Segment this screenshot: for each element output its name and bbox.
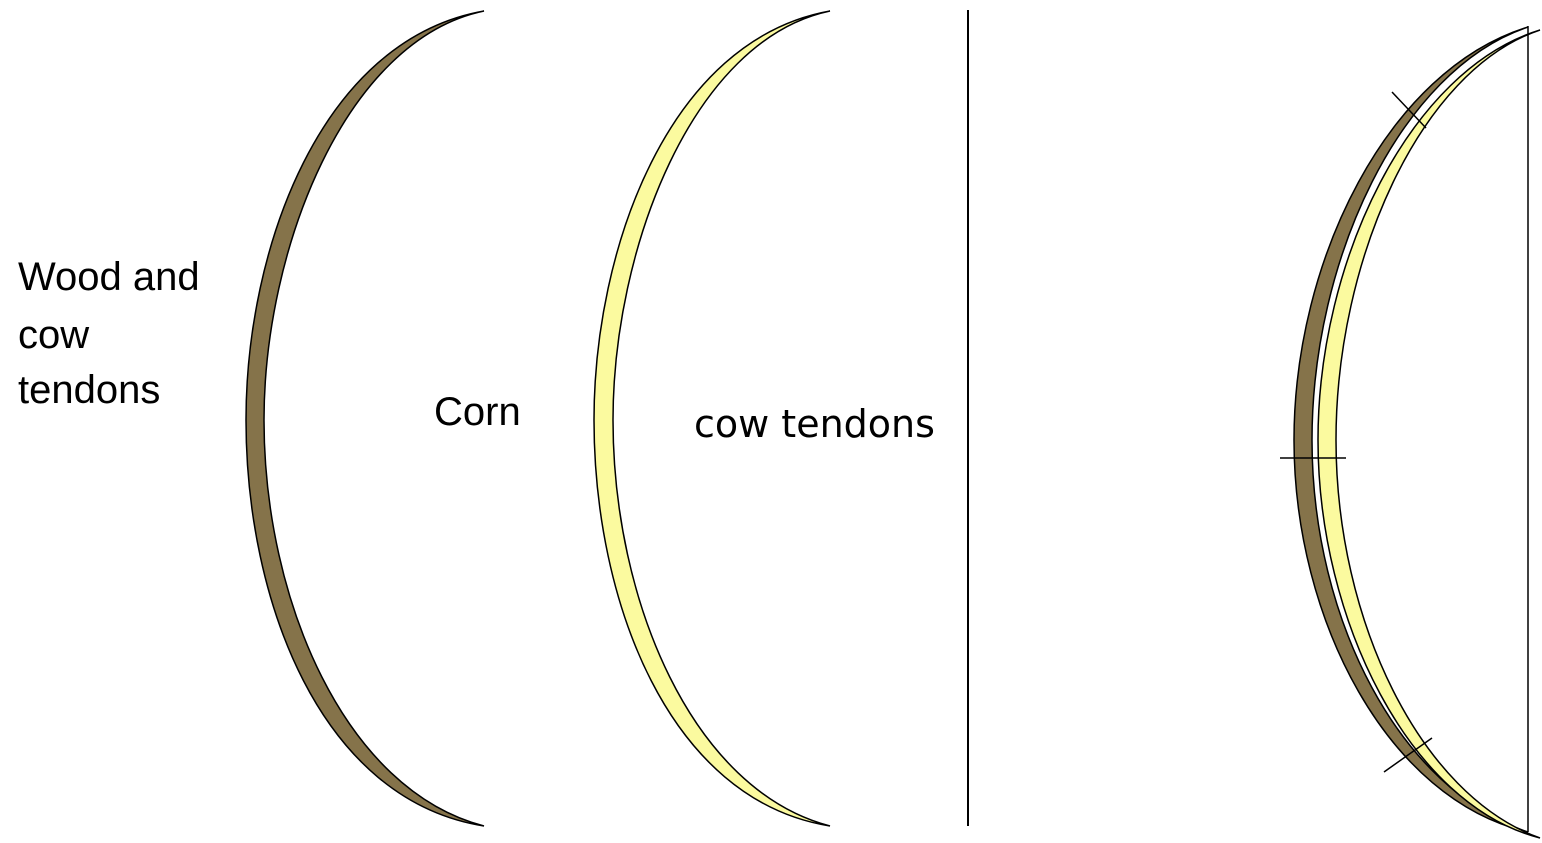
- label-wood-line1: Wood and: [18, 255, 200, 299]
- label-wood-line2: cow: [18, 313, 89, 357]
- label-wood-line3: tendons: [18, 368, 160, 412]
- wood-layer-shape: [245, 10, 485, 827]
- binding-mark-bottom: [1383, 737, 1433, 773]
- label-corn: Corn: [434, 390, 521, 434]
- binding-mark-top: [1391, 91, 1427, 129]
- label-cow-tendons: cow tendons: [694, 402, 935, 446]
- assembled-tendon-layer: [1317, 29, 1541, 839]
- tendon-layer-shape: [593, 10, 831, 827]
- assembled-bow: [1280, 26, 1541, 839]
